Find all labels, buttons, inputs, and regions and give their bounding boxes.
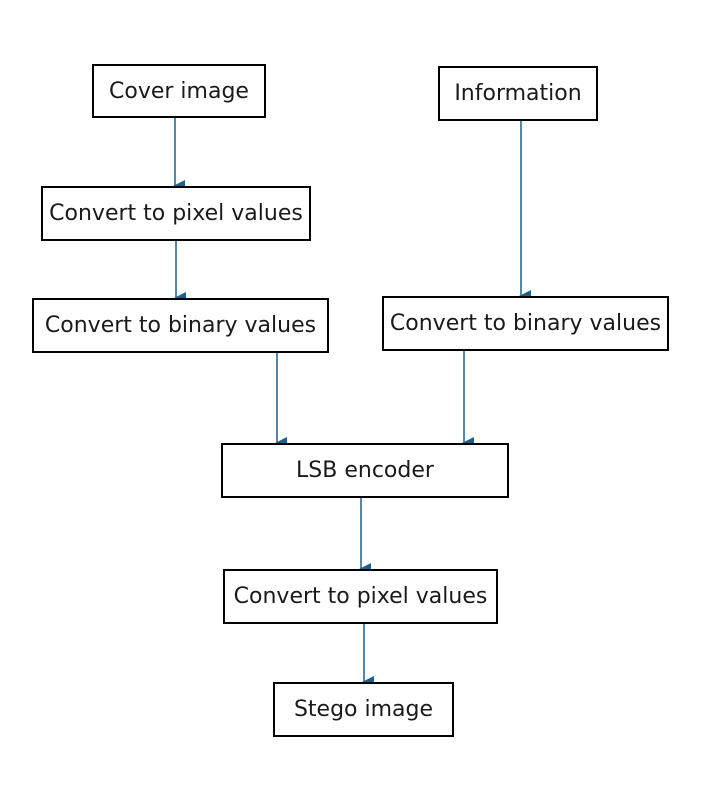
node-convert-pixel-bottom: Convert to pixel values	[223, 569, 498, 624]
node-lsb-encoder-label: LSB encoder	[296, 458, 434, 483]
node-convert-pixel-left: Convert to pixel values	[41, 186, 311, 241]
node-cover-image-label: Cover image	[109, 78, 249, 104]
node-convert-binary-right-label: Convert to binary values	[389, 311, 662, 336]
node-convert-pixel-left-label: Convert to pixel values	[49, 201, 303, 226]
node-stego-image: Stego image	[273, 682, 454, 737]
node-information: Information	[438, 66, 598, 121]
node-stego-image-label: Stego image	[293, 697, 434, 722]
node-lsb-encoder: LSB encoder	[221, 443, 509, 498]
node-convert-pixel-bottom-label: Convert to pixel values	[233, 584, 488, 609]
node-convert-binary-left: Convert to binary values	[32, 298, 329, 353]
node-convert-binary-left-label: Convert to binary values	[44, 313, 317, 338]
node-information-label: Information	[454, 81, 582, 106]
node-cover-image: Cover image	[92, 64, 266, 118]
node-convert-binary-right: Convert to binary values	[382, 296, 669, 351]
